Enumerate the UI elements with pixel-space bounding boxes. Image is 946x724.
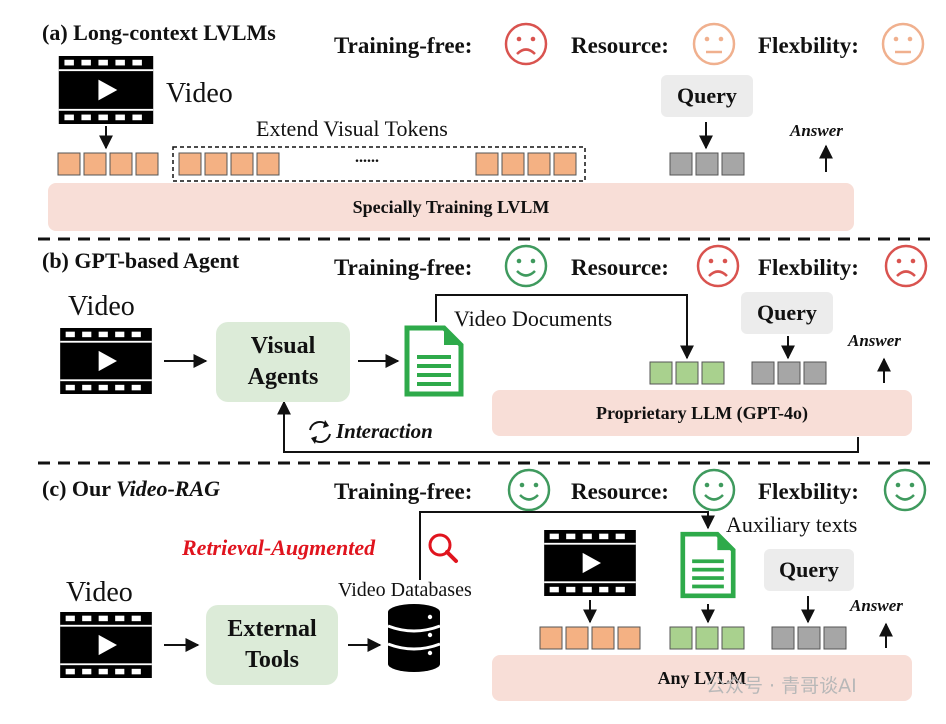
video-film-icon <box>60 612 152 678</box>
criterion-flexibility: Flexbility: <box>758 33 859 58</box>
video-film-icon <box>544 530 636 596</box>
magnifier-icon <box>428 533 458 563</box>
document-tokens <box>649 361 725 385</box>
neutral-face-icon <box>881 22 925 66</box>
criterion-training-free: Training-free: <box>334 255 473 280</box>
neutral-face-icon <box>692 22 736 66</box>
database-icon <box>387 604 441 672</box>
sad-face-icon <box>884 244 928 288</box>
panel-c-title-em: Video-RAG <box>116 476 221 501</box>
refresh-cycle-icon <box>309 420 331 444</box>
visual-tokens <box>57 152 577 176</box>
watermark: 公众号 · 青哥谈AI <box>706 675 857 697</box>
llm-bar: Any LVLM <box>492 655 912 701</box>
llm-bar: Proprietary LLM (GPT-4o) <box>492 390 912 436</box>
extend-tokens-label: Extend Visual Tokens <box>256 116 448 141</box>
criterion-training-free: Training-free: <box>334 33 473 58</box>
llm-bar-label: Proprietary LLM (GPT-4o) <box>596 402 808 423</box>
sad-face-icon <box>504 22 548 66</box>
retrieval-augmented-label: Retrieval-Augmented <box>182 535 376 560</box>
document-icon <box>407 328 461 394</box>
criterion-training-free: Training-free: <box>334 479 473 504</box>
criterion-flexibility: Flexbility: <box>758 479 859 504</box>
query-box: Query <box>661 75 753 117</box>
external-tools-box: External Tools <box>206 605 338 685</box>
criterion-flexibility: Flexbility: <box>758 255 859 280</box>
happy-face-icon <box>504 244 548 288</box>
happy-face-icon <box>692 468 736 512</box>
query-box: Query <box>764 549 854 591</box>
auxiliary-text-tokens <box>669 626 745 650</box>
panel-b-title: (b) GPT-based Agent <box>42 248 240 273</box>
llm-bar-label: Any LVLM <box>657 667 747 688</box>
document-icon <box>683 534 733 596</box>
answer-label: Answer <box>848 331 901 350</box>
query-box: Query <box>741 292 833 334</box>
panel-c-title-prefix: (c) Our <box>42 476 117 501</box>
llm-bar: Specially Training LVLM <box>48 183 854 231</box>
video-label: Video <box>66 577 133 608</box>
video-label: Video <box>166 78 233 109</box>
panel-a-title: (a) Long-context LVLMs <box>42 20 276 45</box>
ellipsis: ...... <box>355 149 379 166</box>
happy-face-icon <box>507 468 551 512</box>
video-documents-label: Video Documents <box>454 306 613 331</box>
visual-agents-label: Visual Agents <box>247 332 319 390</box>
llm-bar-label: Specially Training LVLM <box>352 196 550 217</box>
extended-tokens-box <box>172 146 586 182</box>
sad-face-icon <box>696 244 740 288</box>
auxiliary-texts-label: Auxiliary texts <box>726 512 858 537</box>
query-tokens <box>751 361 827 385</box>
video-label: Video <box>68 291 135 322</box>
visual-tokens <box>539 626 641 650</box>
answer-label: Answer <box>790 121 843 140</box>
interaction-label: Interaction <box>336 419 433 443</box>
panel-c-title: (c) Our Video-RAG <box>42 478 220 500</box>
video-film-icon <box>58 56 154 124</box>
external-tools-label: External Tools <box>227 615 317 673</box>
answer-label: Answer <box>850 596 903 615</box>
query-tokens <box>669 152 745 176</box>
video-film-icon <box>60 328 152 394</box>
happy-face-icon <box>883 468 927 512</box>
criterion-resource: Resource: <box>571 33 669 58</box>
query-tokens <box>771 626 847 650</box>
criterion-resource: Resource: <box>571 255 669 280</box>
video-databases-label: Video Databases <box>338 579 472 601</box>
visual-agents-box: Visual Agents <box>216 322 350 402</box>
criterion-resource: Resource: <box>571 479 669 504</box>
